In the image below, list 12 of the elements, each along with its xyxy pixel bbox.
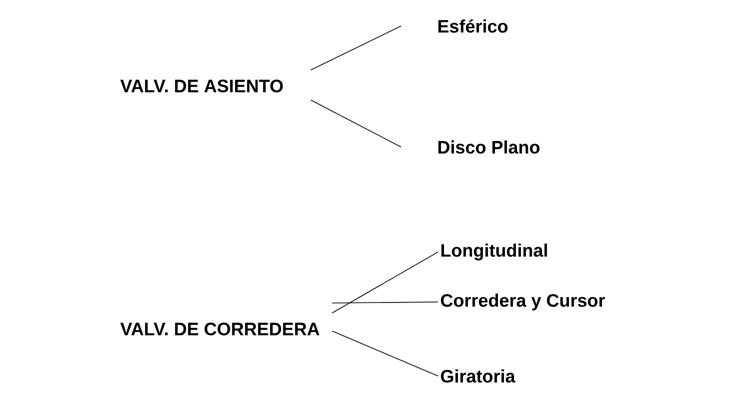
node-label: VALV. DE CORREDERA bbox=[120, 322, 320, 336]
node-label: Esférico bbox=[438, 19, 508, 33]
connector-line bbox=[310, 100, 402, 148]
node-label: VALV. DE ASIENTO bbox=[120, 80, 283, 92]
node-label: Disco Plano bbox=[438, 140, 540, 154]
connector-line bbox=[332, 302, 438, 304]
node-label: Giratoria bbox=[440, 369, 516, 383]
node-label: Corredera y Cursor bbox=[440, 294, 605, 310]
connector-line bbox=[332, 252, 438, 314]
connector-line bbox=[310, 26, 402, 70]
node-label: Longitudinal bbox=[441, 244, 547, 260]
connector-line bbox=[332, 330, 438, 376]
